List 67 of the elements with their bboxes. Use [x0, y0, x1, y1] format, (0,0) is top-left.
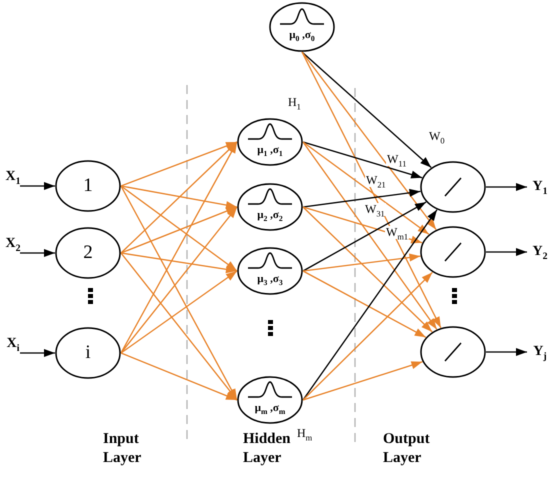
rbf-neuron: [237, 118, 303, 166]
neuron-label: H$_{m}$: [297, 426, 312, 440]
arrow: [120, 185, 238, 209]
arrow: [20, 182, 55, 190]
arrow: [120, 141, 238, 187]
arrow: [302, 254, 420, 272]
input-variable-label: X$_{i}$: [2, 335, 24, 353]
neuron-parameters: μ$_{m}$ ,σ$_{m}$: [254, 401, 286, 415]
neuron-index: i: [85, 343, 91, 363]
rbf-neuron: [269, 2, 335, 52]
arrow: [301, 52, 442, 328]
edge-label: W$_{11}$: [386, 153, 408, 166]
rbf-neuron: [237, 183, 303, 231]
edge-label: W$_{21}$: [365, 174, 387, 187]
arrow: [302, 142, 438, 330]
arrow: [120, 142, 238, 354]
neuron-parameters: μ$_{0}$ ,σ$_{0}$: [289, 28, 315, 42]
arrow: [20, 349, 55, 357]
edge-label: W$_{0}$: [428, 130, 446, 143]
arrow: [302, 361, 423, 401]
edge-label: W$_{m1}$: [385, 226, 410, 239]
output-variable-label: Y$_{2}$: [527, 243, 553, 261]
output-neuron: [420, 326, 486, 378]
arrow: [302, 209, 438, 400]
arrow: [486, 248, 527, 256]
arrow: [302, 202, 426, 272]
output-variable-label: Y$_{j}$: [527, 343, 553, 361]
arrow: [302, 270, 426, 338]
arrow: [20, 249, 55, 257]
rbf-neuron: [237, 247, 303, 295]
arrow: [120, 186, 238, 400]
output-variable-label: Y$_{1}$: [527, 178, 553, 196]
input-neuron: [55, 227, 121, 279]
arrow: [302, 141, 430, 235]
arrow: [302, 206, 433, 332]
arrow: [120, 206, 238, 354]
input-variable-label: X$_{1}$: [2, 168, 24, 186]
neuron-label: H$_{1}$: [288, 95, 301, 109]
arrow: [120, 142, 238, 254]
arrow: [120, 206, 238, 254]
arrow: [120, 270, 238, 354]
layer-label: Input Layer: [103, 430, 142, 468]
arrow: [302, 272, 433, 400]
arrow: [120, 352, 238, 401]
layer-label: Hidden Layer: [243, 430, 291, 468]
neuron-index: 1: [83, 176, 93, 196]
rbf-neuron: [237, 376, 303, 424]
neuron-parameters: μ$_{3}$ ,σ$_{3}$: [257, 272, 283, 286]
neuron-parameters: μ$_{2}$ ,σ$_{2}$: [257, 208, 283, 222]
arrow: [486, 183, 527, 191]
output-neuron: [420, 161, 486, 213]
layer-label: Output Layer: [383, 430, 430, 468]
input-neuron: [55, 327, 121, 379]
edge-label: W$_{31}$: [364, 203, 386, 216]
arrow: [120, 252, 238, 400]
arrow: [302, 52, 432, 168]
output-neuron: [420, 226, 486, 278]
input-neuron: [55, 160, 121, 212]
arrow: [302, 188, 421, 208]
input-variable-label: X$_{2}$: [2, 235, 24, 253]
arrow: [486, 348, 527, 356]
neuron-index: 2: [83, 243, 93, 263]
arrow: [301, 52, 437, 230]
arrow: [120, 185, 238, 272]
arrow: [302, 141, 422, 178]
neuron-parameters: μ$_{1}$ ,σ$_{1}$: [257, 143, 283, 157]
arrow: [120, 252, 238, 274]
